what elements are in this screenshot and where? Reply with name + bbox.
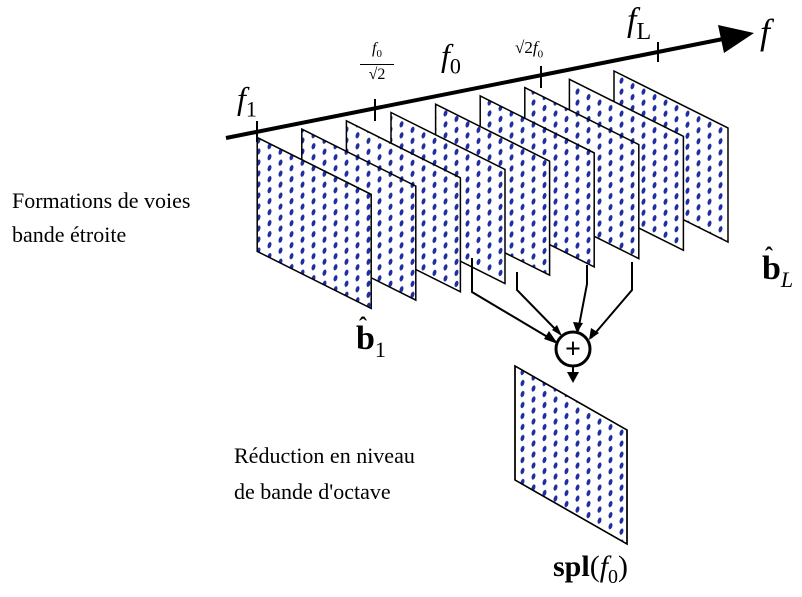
spl-name: spl <box>553 550 590 583</box>
connector-4 <box>590 262 633 339</box>
connectors <box>471 258 633 343</box>
fraction-num-base: f <box>372 40 377 57</box>
fraction-denominator: √2 <box>368 66 386 84</box>
bL-hat-wrap: ˆ b <box>762 244 781 290</box>
tick-sqrt2-base: f <box>532 38 538 57</box>
octave-line1: Réduction en niveau <box>234 443 415 468</box>
octave-line2: de bande d'octave <box>234 479 391 504</box>
fraction-num-sub: 0 <box>376 48 382 61</box>
tick-sqrt2-sub: 0 <box>537 48 544 61</box>
spl-sub: 0 <box>608 566 619 588</box>
b1-hat: ˆ <box>359 314 367 340</box>
connector-1 <box>471 258 557 343</box>
sum-symbol: + <box>565 334 581 365</box>
b1-base: b <box>356 320 375 357</box>
b1-label: ˆ b 1 <box>356 314 386 371</box>
tick-label-fL: fL <box>627 0 651 53</box>
arrowhead-1 <box>544 331 558 344</box>
narrowband-panels <box>256 69 729 310</box>
connector-3 <box>577 265 588 332</box>
tick-label-sqrt2-f0: √2f0 <box>515 36 543 66</box>
output-arrowhead <box>567 372 579 383</box>
fraction-numerator: f0 <box>358 40 396 63</box>
axis-label: f <box>760 10 770 54</box>
tick-f0-base: f <box>441 37 450 73</box>
bL-sub: L <box>780 266 794 292</box>
bL-label: ˆ b L <box>762 244 794 301</box>
narrowband-line2: bande étroite <box>12 222 127 247</box>
spl-base: f <box>599 550 609 583</box>
axis-label-text: f <box>760 12 771 52</box>
tick-label-f0-over-sqrt2: f0 √2 <box>358 40 396 84</box>
narrowband-label: Formations de voies bande étroite <box>12 184 190 252</box>
bL-base: b <box>762 250 781 287</box>
octave-label: Réduction en niveau de bande d'octave <box>234 438 415 510</box>
b1-hat-wrap: ˆ b <box>356 314 375 360</box>
arrowhead-3 <box>573 322 583 333</box>
arrowhead-2 <box>552 325 562 336</box>
tick-fL-sub: L <box>636 18 652 45</box>
tick-f1-sub: 1 <box>245 96 257 122</box>
tick-fL-base: f <box>627 2 637 39</box>
axis-arrowhead <box>718 25 754 53</box>
frequency-axis <box>225 36 729 140</box>
tick-label-f1: f1 <box>237 78 257 129</box>
spl-open-paren: ( <box>589 550 600 583</box>
tick-sqrt2-coef: √2 <box>515 38 533 57</box>
spl-close-paren: ) <box>618 550 629 583</box>
spl-panel-dots <box>514 364 628 546</box>
tick-f1-base: f <box>237 80 246 116</box>
bL-hat: ˆ <box>765 244 773 270</box>
fraction-bar <box>360 64 394 66</box>
narrowband-line1: Formations de voies <box>12 188 191 213</box>
tick-f0-sub: 0 <box>449 53 461 79</box>
connector-2 <box>516 272 561 335</box>
tick-label-f0: f0 <box>441 35 461 86</box>
spl-label: spl(f0) <box>553 547 628 597</box>
panel-1 <box>256 136 372 310</box>
b1-sub: 1 <box>374 336 386 362</box>
arrowhead-4 <box>589 328 599 340</box>
